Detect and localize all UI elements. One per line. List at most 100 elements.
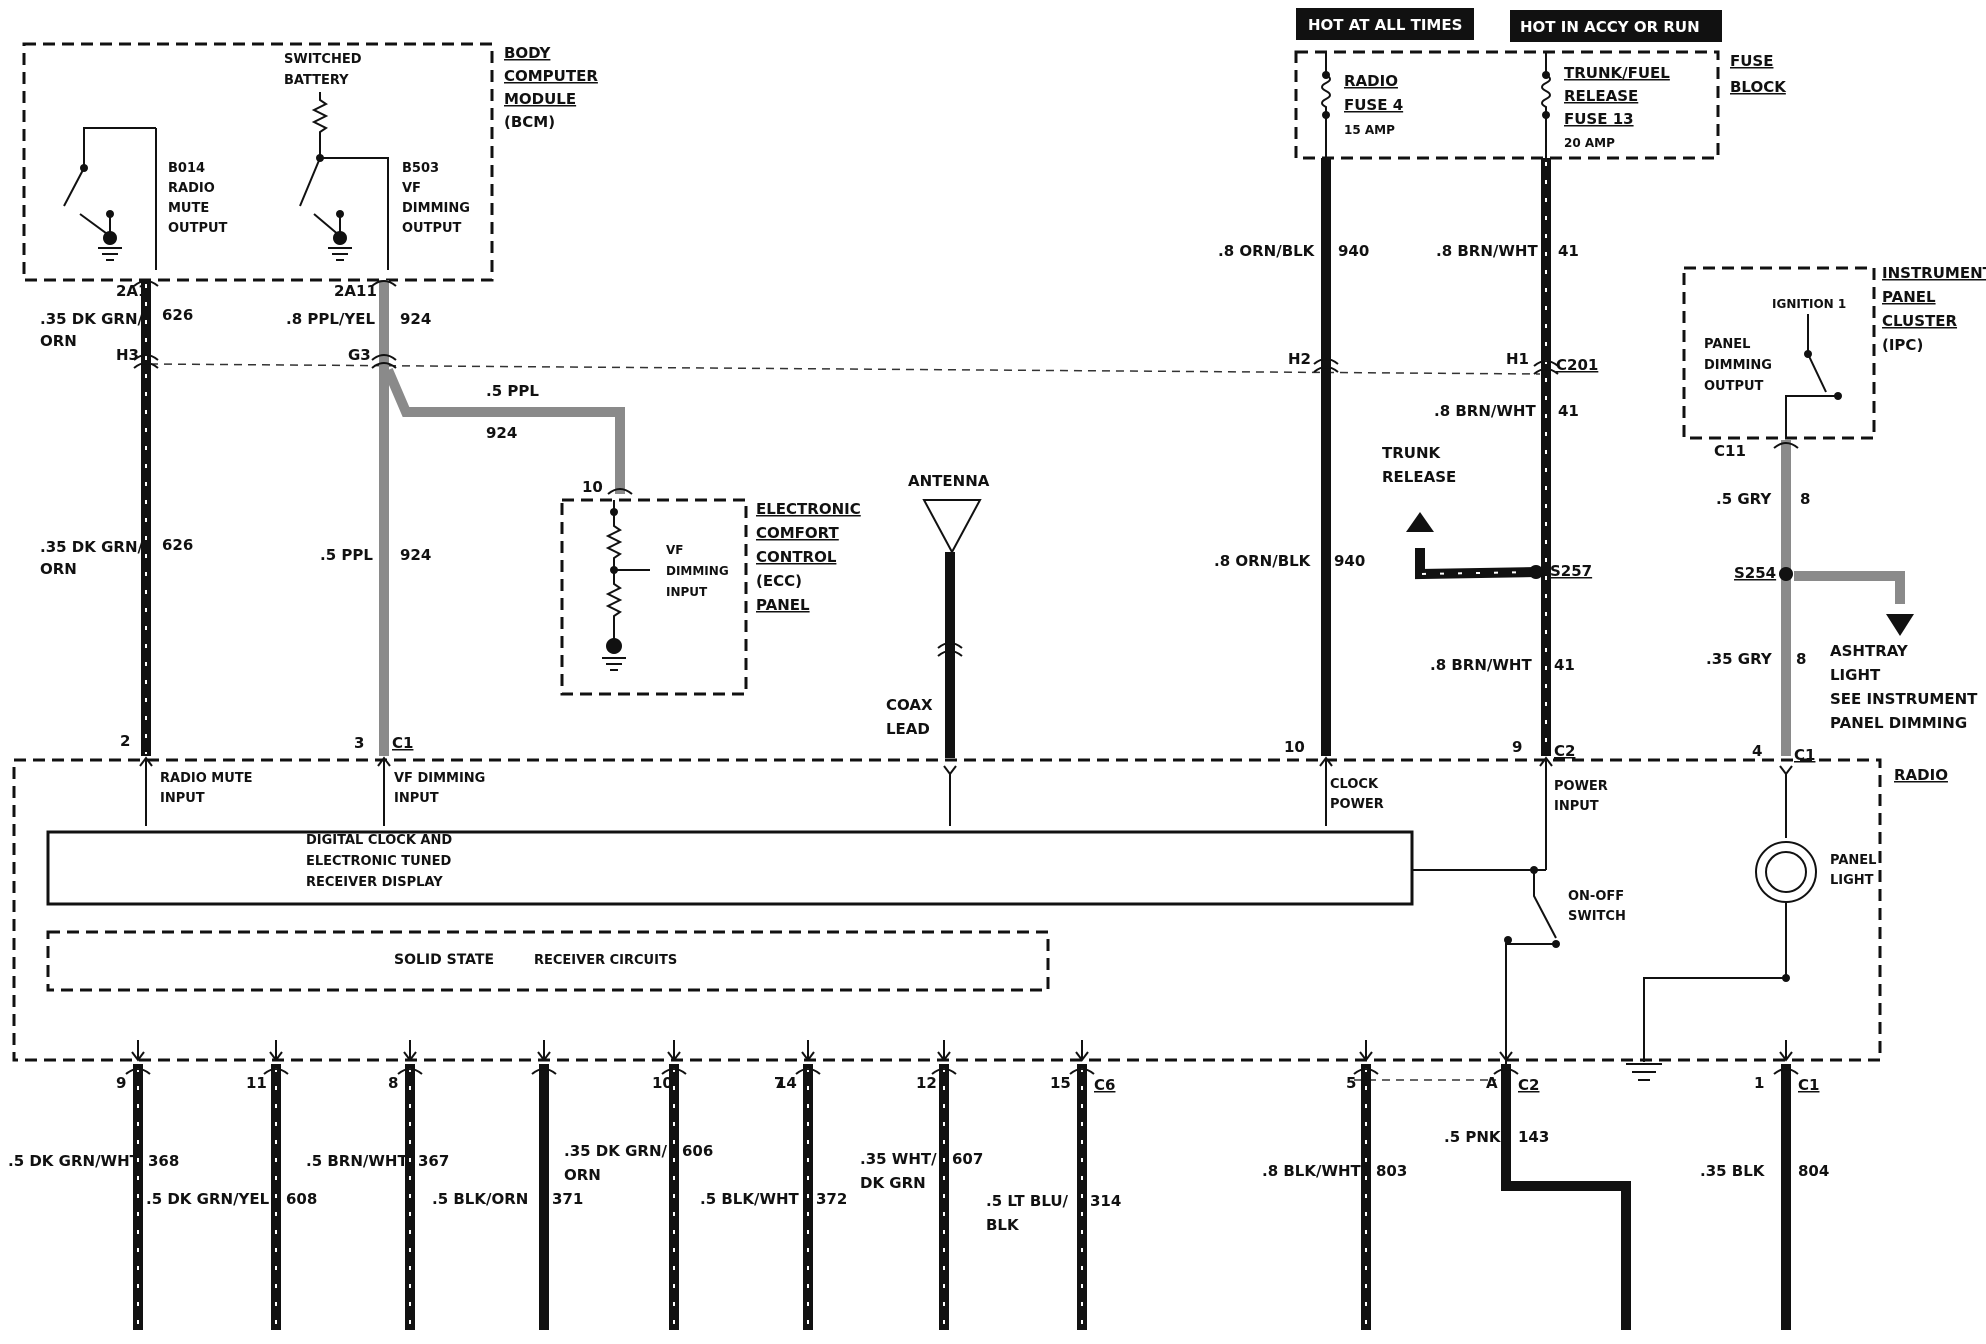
coax-connector-icon [937, 642, 963, 657]
bottom-pin: 9 [116, 1074, 126, 1092]
ipc-output-1: PANEL [1704, 337, 1750, 352]
trunk-fuse-label-4: 20 AMP [1564, 136, 1615, 150]
bottom-pin: 7 [774, 1074, 784, 1092]
vf-dimming-entry [377, 756, 391, 826]
w8-low-1: .35 GRY [1706, 650, 1773, 668]
bcm-output2-1: B503 [402, 161, 439, 176]
radio-conn-c1-a: C1 [392, 734, 413, 752]
w626-mid-circuit: 626 [162, 536, 193, 554]
ipc-switch-node-2 [1834, 392, 1842, 400]
power-input-1: POWER [1554, 779, 1608, 794]
ecc-input-1: VF [666, 543, 683, 557]
bottom-wire-label: .5 BLK/ORN [432, 1190, 528, 1208]
bcm-title-3: MODULE [504, 90, 576, 108]
panel-light-1: PANEL [1830, 853, 1876, 868]
on-off-1: ON-OFF [1568, 889, 1624, 904]
ipc-title-1: INSTRUMENT [1882, 264, 1986, 282]
bottom-connector: C6 [1094, 1076, 1115, 1094]
mute-switch-node [80, 164, 88, 172]
w940-top-1: .8 ORN/BLK [1218, 242, 1316, 260]
w940-mid-1: .8 ORN/BLK [1214, 552, 1312, 570]
wire-41-connectors [1533, 360, 1559, 375]
receiver-1: SOLID STATE [394, 952, 494, 968]
mute-switch-node-2 [106, 210, 114, 218]
power-input-2: INPUT [1554, 799, 1599, 814]
trunk-fuse-label-2: RELEASE [1564, 87, 1638, 105]
radio-fuse-label-3: 15 AMP [1344, 123, 1395, 137]
hot-in-accy-text: HOT IN ACCY OR RUN [1520, 18, 1700, 36]
bottom-wire-connector [1353, 1040, 1379, 1075]
bcm-output1-1: B014 [168, 161, 205, 176]
receiver-2: RECEIVER CIRCUITS [534, 953, 677, 968]
bottom-wire-connector [1773, 1040, 1799, 1075]
conn-c201: C201 [1556, 356, 1598, 374]
w626-mid-2: ORN [40, 560, 77, 578]
trunk-fuse-node-bottom [1542, 111, 1550, 119]
mute-ground-icon [103, 231, 117, 245]
ecc-input-3: INPUT [666, 585, 708, 599]
radio-fuse-node-top [1322, 71, 1330, 79]
bottom-connector: C2 [1518, 1076, 1539, 1094]
w924-mid-circuit: 924 [400, 546, 431, 564]
bcm-title-1: BODY [504, 44, 552, 62]
radio-mute-switch-icon [63, 127, 157, 270]
radio-mute-input-2: INPUT [160, 791, 205, 806]
antenna-icon [922, 499, 982, 555]
ashtray-1: ASHTRAY [1830, 642, 1909, 660]
trunk-fuse-label-1: TRUNK/FUEL [1564, 64, 1670, 82]
bottom-wire-connector [661, 1040, 687, 1075]
on-off-node-3 [1504, 936, 1512, 944]
w41-mid-circuit: 41 [1558, 402, 1579, 420]
ipc-connector-c11: C11 [1714, 442, 1746, 460]
panel-light-bulb-inner [1765, 851, 1807, 893]
receiver-box [46, 930, 1050, 992]
w940-mid-circuit: 940 [1334, 552, 1365, 570]
body-computer-module: BODY COMPUTER MODULE (BCM) SWITCHED BATT… [22, 42, 598, 300]
display-2: ELECTRONIC TUNED [306, 854, 451, 869]
ashtray-arrow-icon [1886, 614, 1914, 636]
ipc-switch-icon [1785, 314, 1838, 438]
bottom-wire-circuit: 804 [1798, 1162, 1829, 1180]
w940-top-circuit: 940 [1338, 242, 1369, 260]
bottom-wire-circuit: 607 [952, 1150, 983, 1168]
ipc-switch-node [1804, 350, 1812, 358]
vf-dimming-input-2: INPUT [394, 791, 439, 806]
switched-battery-1: SWITCHED [284, 52, 362, 67]
antenna-entry [943, 765, 957, 826]
bottom-pin: 15 [1050, 1074, 1071, 1092]
bottom-wire-label: .5 PNK [1444, 1128, 1502, 1146]
on-off-2: SWITCH [1568, 909, 1626, 924]
ashtray-branch-wire [1794, 571, 1905, 604]
bottom-wire-circuit: 606 [682, 1142, 713, 1160]
bottom-pin: 1 [1754, 1074, 1764, 1092]
bottom-wire-circuit: 314 [1090, 1192, 1121, 1210]
panel-light-2: LIGHT [1830, 873, 1874, 888]
wire-626-connectors [133, 280, 159, 369]
coax-label-2: LEAD [886, 720, 930, 738]
antenna: ANTENNA COAX LEAD [886, 472, 990, 758]
clock-power-2: POWER [1330, 797, 1384, 812]
radio-unit: RADIO 2 3 C1 10 9 C2 4 C1 RADIO MUTE INP… [12, 732, 1948, 1081]
display-box [46, 830, 1414, 906]
ecc-ground-icon [606, 638, 622, 654]
w41-top-1: .8 BRN/WHT [1436, 242, 1538, 260]
bottom-wire-circuit: 367 [418, 1152, 449, 1170]
panel-light-entry [1779, 765, 1793, 838]
ipc-title-4: (IPC) [1882, 336, 1923, 354]
bottom-wire-connector [1493, 1040, 1519, 1075]
coax-label-1: COAX [886, 696, 933, 714]
display-3: RECEIVER DISPLAY [306, 875, 443, 890]
w924-top-1: .8 PPL/YEL [286, 310, 375, 328]
w41-low-circuit: 41 [1554, 656, 1575, 674]
w8-top-circuit: 8 [1800, 490, 1810, 508]
wire-143-routing [1501, 1090, 1631, 1330]
vf-ground-lines [328, 247, 352, 261]
conn-g3: G3 [348, 346, 371, 364]
ecc-ground-lines [602, 657, 626, 671]
bcm-output2-4: OUTPUT [402, 221, 462, 236]
bottom-connector: C1 [1798, 1076, 1819, 1094]
wire-8-connector [1773, 442, 1799, 449]
bcm-title-4: (BCM) [504, 113, 555, 131]
w626-top-1: .35 DK GRN/ [40, 310, 144, 328]
bcm-output2-3: DIMMING [402, 201, 470, 216]
